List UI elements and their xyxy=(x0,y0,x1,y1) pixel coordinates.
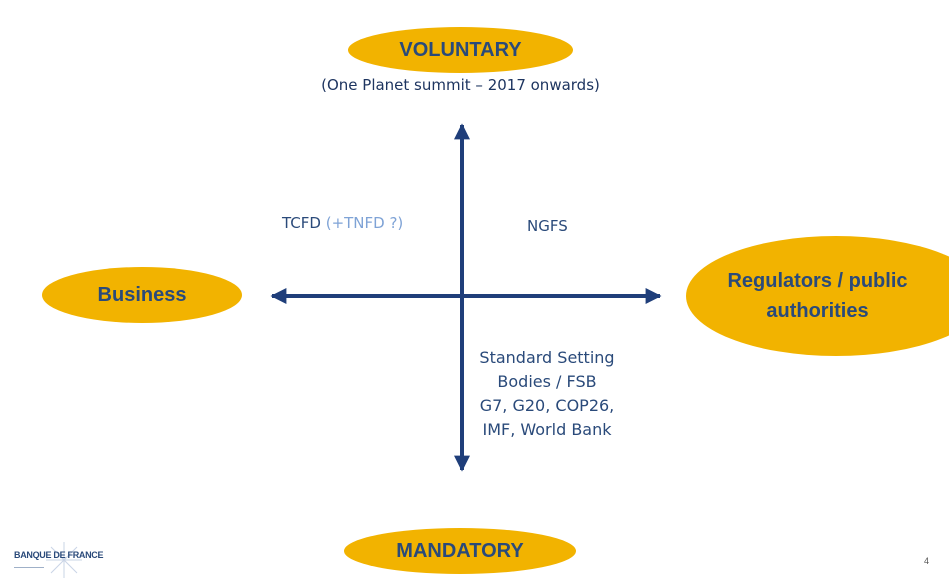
tcfd-label: TCFD xyxy=(282,214,321,232)
bottom-right-line-3: G7, G20, COP26, xyxy=(479,396,615,415)
regulators-ellipse: Regulators / public authorities xyxy=(686,236,949,356)
ngfs-label: NGFS xyxy=(527,217,568,235)
quadrant-bottom-right-label: Standard Setting Bodies / FSB G7, G20, C… xyxy=(472,346,622,442)
mandatory-label: MANDATORY xyxy=(396,539,524,562)
banque-de-france-logo: BANQUE DE FRANCE xyxy=(14,540,124,580)
logo-underline xyxy=(14,567,44,568)
logo-emblem-icon xyxy=(46,542,82,578)
voluntary-subtitle: (One Planet summit – 2017 onwards) xyxy=(321,76,600,94)
voluntary-ellipse: VOLUNTARY xyxy=(348,27,573,73)
voluntary-label: VOLUNTARY xyxy=(399,38,522,61)
mandatory-ellipse: MANDATORY xyxy=(344,528,576,574)
bottom-right-line-1: Standard Setting xyxy=(479,348,615,367)
quadrant-top-left-label: TCFD (+TNFD ?) xyxy=(282,214,403,232)
bottom-right-line-4: IMF, World Bank xyxy=(482,420,612,439)
regulators-label-line2: authorities xyxy=(766,300,869,322)
tnfd-label: (+TNFD ?) xyxy=(325,214,404,232)
business-label: Business xyxy=(97,283,187,306)
regulators-label-line1: Regulators / public xyxy=(727,270,908,292)
business-ellipse: Business xyxy=(42,267,242,323)
bottom-right-line-2: Bodies / FSB xyxy=(497,372,597,391)
logo-text: BANQUE DE FRANCE xyxy=(14,550,104,560)
page-number: 4 xyxy=(924,556,930,566)
